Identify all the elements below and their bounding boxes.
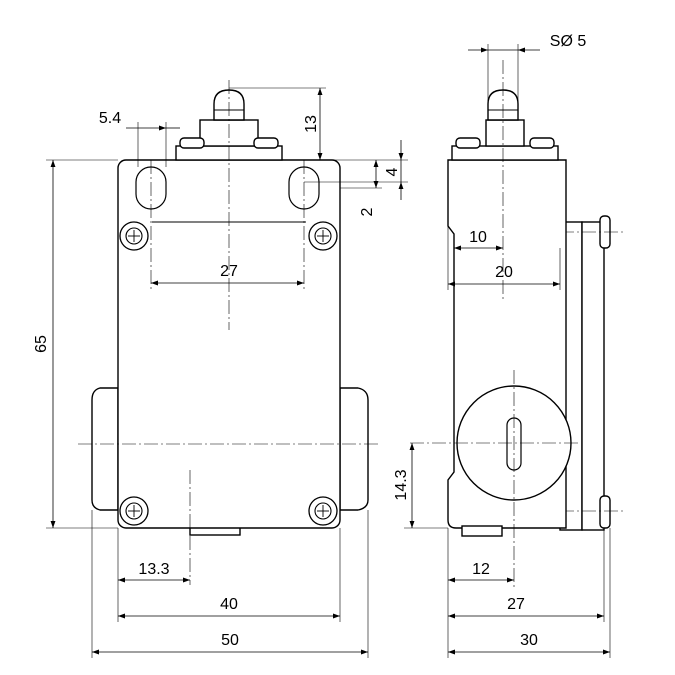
screw-icon bbox=[308, 221, 338, 251]
cover-plate-edge bbox=[581, 221, 605, 531]
dim-label-plunger-diameter: SØ 5 bbox=[550, 33, 587, 50]
screw-icon bbox=[119, 496, 149, 526]
dim-label-plunger-offset: 10 bbox=[469, 229, 487, 246]
right-side-bulge bbox=[339, 387, 369, 511]
side-view: SØ 5 10 20 14.3 12 27 30 bbox=[393, 33, 626, 658]
dim-label-offset-left: 13.3 bbox=[138, 561, 169, 578]
dim-label-height: 65 bbox=[33, 335, 50, 353]
screw-icon bbox=[119, 221, 149, 251]
dim-label-slot-offset: 5.4 bbox=[99, 110, 121, 127]
dim-label-depth-total: 30 bbox=[520, 632, 538, 649]
left-side-bulge bbox=[91, 387, 119, 511]
cover-stud-bottom bbox=[599, 495, 611, 529]
side-bottom-tab bbox=[461, 525, 503, 537]
dim-label-slot-spacing: 27 bbox=[220, 263, 238, 280]
dim-label-slot-to-top: 2 bbox=[359, 207, 376, 216]
plunger-nut-left bbox=[179, 137, 205, 149]
plunger-nut-right bbox=[253, 137, 279, 149]
dim-label-plunger-height: 13 bbox=[303, 115, 320, 133]
dim-label-width-outer: 50 bbox=[221, 632, 239, 649]
dim-label-slot-height: 4 bbox=[384, 167, 401, 176]
dim-label-center-height: 14.3 bbox=[393, 469, 410, 500]
front-view: 50 40 13.3 65 27 5.4 13 4 bbox=[33, 80, 408, 658]
dim-label-center-offset: 12 bbox=[472, 561, 490, 578]
screw-icon bbox=[308, 496, 338, 526]
dim-label-depth-body: 27 bbox=[507, 596, 525, 613]
side-plunger-collar bbox=[485, 119, 525, 147]
dim-label-width-body: 40 bbox=[220, 596, 238, 613]
dim-label-plunger-to-cover: 20 bbox=[495, 264, 513, 281]
